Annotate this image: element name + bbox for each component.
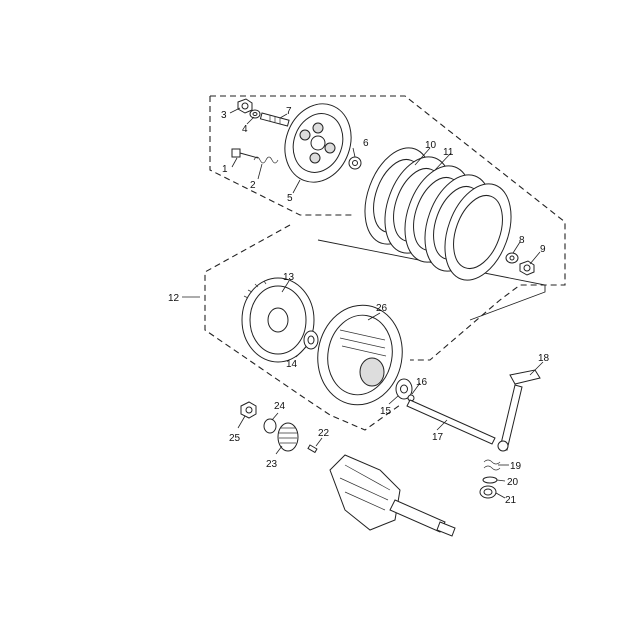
spring-part-19 bbox=[483, 459, 501, 471]
washer-part-15 bbox=[395, 378, 413, 400]
callout-7: 7 bbox=[286, 106, 292, 117]
upper-assembly-dashed-outline bbox=[209, 95, 566, 361]
seal-part-21 bbox=[479, 485, 497, 499]
clutch-plates-parts-10-11 bbox=[364, 147, 512, 281]
callout-13: 13 bbox=[283, 272, 295, 283]
washer-part-4 bbox=[249, 109, 261, 119]
lever-part-18 bbox=[497, 369, 541, 452]
washer-part-14 bbox=[303, 330, 319, 350]
callout-16: 16 bbox=[416, 377, 428, 388]
callout-5: 5 bbox=[287, 193, 293, 204]
washer-part-24 bbox=[263, 418, 277, 434]
washer-part-8 bbox=[505, 252, 519, 264]
nut-part-25 bbox=[240, 401, 257, 419]
stud-part-7 bbox=[259, 112, 290, 127]
crankshaft bbox=[329, 454, 456, 537]
washer-part-20 bbox=[482, 476, 498, 484]
clutch-outer-part-26 bbox=[317, 304, 403, 406]
callout-20: 20 bbox=[507, 477, 519, 488]
shaft-part-17 bbox=[406, 399, 496, 445]
callout-1: 1 bbox=[222, 164, 228, 175]
callout-23: 23 bbox=[266, 459, 278, 470]
callout-12: 12 bbox=[168, 293, 180, 304]
callout-25: 25 bbox=[229, 433, 241, 444]
pressure-plate-part-5 bbox=[284, 103, 352, 183]
nut-part-3 bbox=[237, 98, 253, 114]
callout-17: 17 bbox=[432, 432, 444, 443]
callout-11: 11 bbox=[443, 147, 454, 158]
callout-26: 26 bbox=[376, 303, 388, 314]
callout-3: 3 bbox=[221, 110, 227, 121]
callout-15: 15 bbox=[380, 406, 392, 417]
lower-assembly-dashed-outline bbox=[204, 224, 401, 431]
callout-9: 9 bbox=[540, 244, 546, 255]
callout-2: 2 bbox=[250, 180, 256, 191]
callout-24: 24 bbox=[274, 401, 286, 412]
callout-10: 10 bbox=[425, 140, 437, 151]
leader-lines bbox=[182, 107, 544, 499]
callout-21: 21 bbox=[505, 495, 517, 506]
callout-22: 22 bbox=[318, 428, 330, 439]
callout-14: 14 bbox=[286, 359, 298, 370]
bearing-part-6 bbox=[348, 156, 362, 170]
key-part-22 bbox=[307, 444, 318, 454]
callout-4: 4 bbox=[242, 124, 248, 135]
callout-6: 6 bbox=[363, 138, 369, 149]
gear-part-23 bbox=[277, 422, 299, 452]
callout-19: 19 bbox=[510, 461, 522, 472]
callout-labels: 1 2 3 4 5 6 7 8 9 10 11 12 13 14 15 16 1… bbox=[168, 106, 550, 506]
clutch-hub-part-13 bbox=[241, 277, 315, 363]
bolt-part-1 bbox=[231, 148, 259, 159]
callout-18: 18 bbox=[538, 353, 550, 364]
callout-8: 8 bbox=[519, 235, 525, 246]
nut-part-9 bbox=[519, 260, 535, 276]
spring-part-2 bbox=[253, 156, 279, 164]
